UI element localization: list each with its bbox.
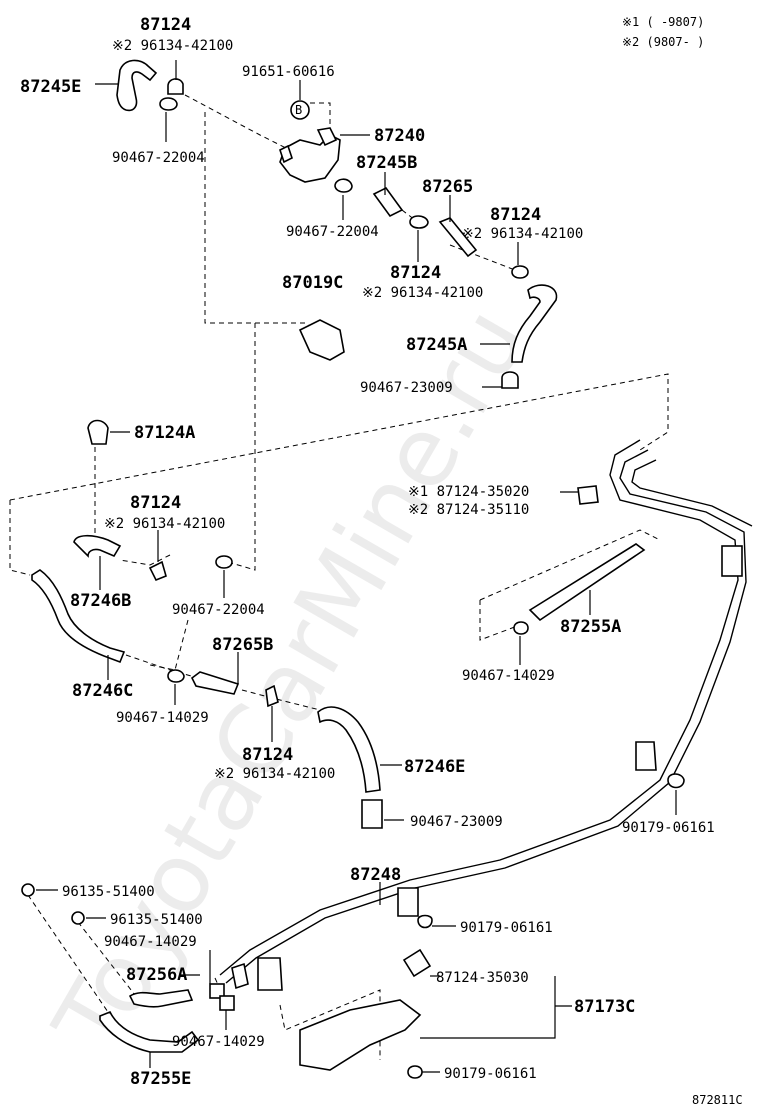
pipe-87265b-drawing — [167, 669, 279, 708]
hose-87246e-drawing — [317, 706, 383, 829]
label-90179-06161-c: 90179-06161 — [444, 1066, 537, 1082]
label-90467-14029-d: 90467-14029 — [172, 1034, 265, 1050]
label-87124-top: 87124 — [140, 15, 191, 35]
diagram-id: 872811C — [692, 1093, 743, 1107]
fuel-pipes-drawing — [219, 439, 753, 991]
legend-note-1: ※1 ( -9807) — [622, 15, 704, 29]
label-90179-06161-a: 90179-06161 — [622, 820, 715, 836]
label-90467-14029-c: 90467-14029 — [104, 934, 197, 950]
clip-87124a-drawing — [87, 419, 109, 445]
label-87248: 87248 — [350, 865, 401, 885]
hoses-lower-left-drawing — [99, 983, 235, 1053]
label-87124-35020: ※1 87124-35020 — [408, 484, 529, 500]
label-87019c: 87019C — [282, 273, 343, 293]
connector-87124-35020-drawing — [577, 485, 599, 505]
label-87245e: 87245E — [20, 77, 81, 97]
label-87255a: 87255A — [560, 617, 621, 637]
label-87124a: 87124A — [134, 423, 195, 443]
hose-87246c-drawing — [31, 569, 126, 664]
label-87173c: 87173C — [574, 997, 635, 1017]
label-96135-51400-b: 96135-51400 — [110, 912, 203, 928]
hose-87245e-drawing — [116, 59, 158, 112]
label-96134-left: ※2 96134-42100 — [104, 516, 225, 532]
label-87265b: 87265B — [212, 635, 273, 655]
label-87255e: 87255E — [130, 1069, 191, 1089]
label-91651-60616: 91651-60616 — [242, 64, 335, 80]
clamp-top-drawing — [159, 78, 184, 111]
label-87245a: 87245A — [406, 335, 467, 355]
pipe-87245b-drawing — [334, 178, 429, 229]
label-87124-left: 87124 — [130, 493, 181, 513]
label-96135-51400-a: 96135-51400 — [62, 884, 155, 900]
hose-87245a-drawing — [501, 265, 558, 389]
valve-87240-drawing — [279, 100, 341, 183]
leader-lines — [36, 60, 677, 1073]
label-87124-35030: 87124-35030 — [436, 970, 529, 986]
label-96134-bottom: ※2 96134-42100 — [214, 766, 335, 782]
pipe-87265-drawing — [438, 217, 478, 258]
label-87124-mid: 87124 — [390, 263, 441, 283]
label-87124-right: 87124 — [490, 205, 541, 225]
label-90467-14029-a: 90467-14029 — [462, 668, 555, 684]
circle-b-label: B — [295, 103, 302, 117]
label-90467-23009-b: 90467-23009 — [410, 814, 503, 830]
label-96134-mid: ※2 96134-42100 — [362, 285, 483, 301]
label-87246e: 87246E — [404, 757, 465, 777]
label-87124-35110: ※2 87124-35110 — [408, 502, 529, 518]
label-87265: 87265 — [422, 177, 473, 197]
legend-note-2: ※2 (9807- ) — [622, 35, 704, 49]
label-87245b: 87245B — [356, 153, 417, 173]
label-90467-22004-c: 90467-22004 — [172, 602, 265, 618]
label-90179-06161-b: 90179-06161 — [460, 920, 553, 936]
label-96134-right: ※2 96134-42100 — [462, 226, 583, 242]
grommets-drawing — [21, 773, 685, 1079]
label-90467-14029-b: 90467-14029 — [116, 710, 209, 726]
bracket-87173c-drawing — [299, 948, 432, 1071]
filter-87019c-drawing — [298, 319, 345, 361]
label-87124-bottom: 87124 — [242, 745, 293, 765]
label-90467-22004-b: 90467-22004 — [286, 224, 379, 240]
label-87246c: 87246C — [72, 681, 133, 701]
label-87256a: 87256A — [126, 965, 187, 985]
label-87240: 87240 — [374, 126, 425, 146]
hose-87246b-drawing — [73, 534, 233, 582]
label-90467-23009-a: 90467-23009 — [360, 380, 453, 396]
label-96134-top: ※2 96134-42100 — [112, 38, 233, 54]
label-87246b: 87246B — [70, 591, 131, 611]
label-90467-22004-a: 90467-22004 — [112, 150, 205, 166]
pipe-87255a-drawing — [513, 543, 646, 635]
